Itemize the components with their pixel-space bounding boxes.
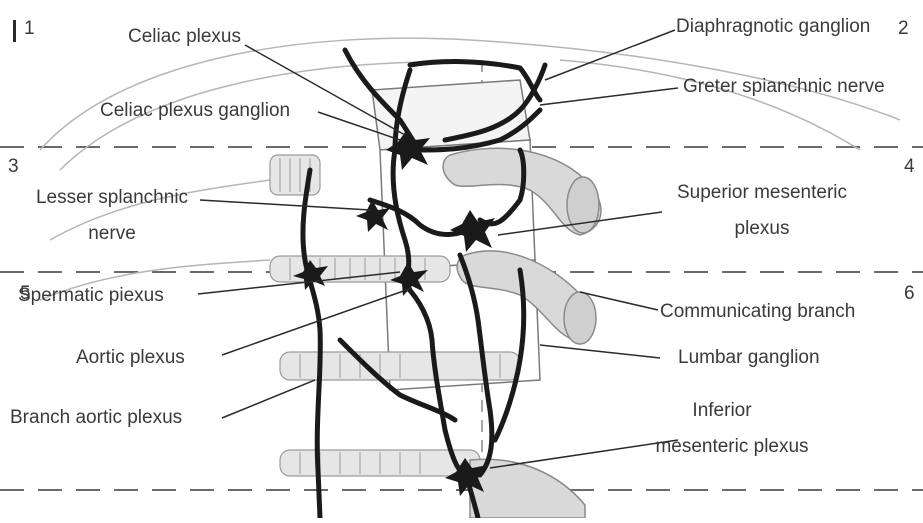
leader-branch-aortic (222, 380, 315, 418)
label-superior-mesenteric-plexus-line1: Superior mesenteric (662, 182, 862, 204)
label-lumbar-ganglion: Lumbar ganglion (678, 347, 820, 369)
label-lesser-splanchnic-nerve-line2: nerve (22, 223, 202, 245)
label-greater-splanchnic-nerve: Greter spianchnic nerve (683, 76, 885, 98)
region-number-4: 4 (904, 156, 915, 178)
label-communicating-branch: Communicating branch (660, 301, 855, 323)
label-celiac-plexus: Celiac plexus (128, 26, 241, 48)
region-number-1: 1 (24, 18, 35, 40)
label-aortic-plexus: Aortic plexus (76, 347, 185, 369)
label-spermatic-plexus: Spermatic piexus (18, 285, 164, 307)
leader-lumbar (540, 345, 660, 358)
leader-inferior-mesenteric (490, 440, 678, 468)
region-number-2: 2 (898, 18, 909, 40)
region-number-3: 3 (8, 156, 19, 178)
leader-greater-splanchnic (540, 88, 678, 105)
region-1-marker (13, 20, 16, 42)
label-diaphragmatic-ganglion: Diaphragnotic ganglion (676, 16, 870, 38)
label-celiac-plexus-ganglion: Celiac plexus ganglion (100, 100, 290, 122)
label-lesser-splanchnic-nerve-line1: Lesser splanchnic (22, 187, 202, 209)
label-branch-aortic-plexus: Branch aortic plexus (10, 407, 182, 429)
region-number-6: 6 (904, 283, 915, 305)
label-inferior-mesenteric-plexus-line2: mesenteric plexus (652, 436, 812, 458)
label-inferior-mesenteric-plexus-line1: Inferior (652, 400, 792, 422)
bowel-middle-end (564, 292, 596, 344)
leader-lesser-splanchnic (200, 200, 370, 210)
label-superior-mesenteric-plexus-line2: plexus (662, 218, 862, 240)
